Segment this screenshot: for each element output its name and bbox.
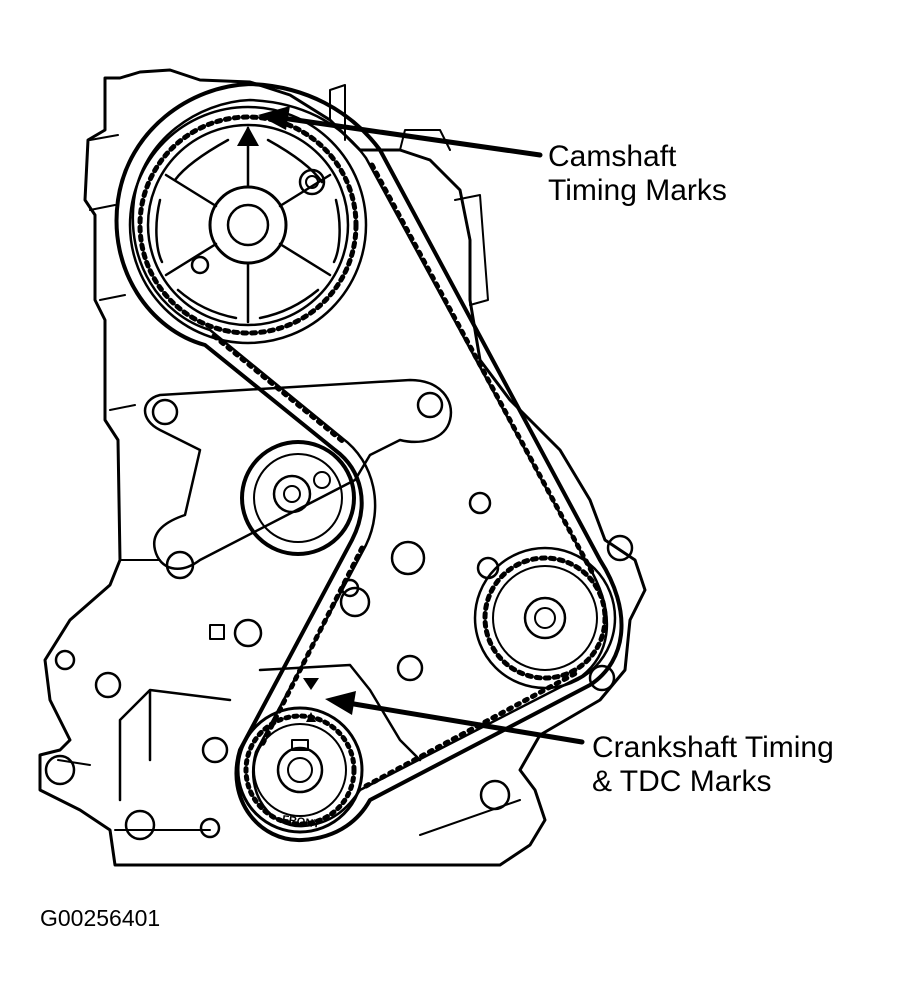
crankshaft-timing-mark-lower xyxy=(306,712,316,722)
block-bolts xyxy=(44,255,634,841)
crankshaft-sprocket xyxy=(236,706,364,834)
block-ribs xyxy=(57,134,521,836)
intermediate-sprocket xyxy=(473,546,617,690)
belt-teeth-right xyxy=(369,162,595,575)
figure-id: G00256401 xyxy=(40,905,161,931)
camshaft-sprocket xyxy=(128,105,368,345)
crankshaft-label-line1: Crankshaft Timing xyxy=(592,731,834,764)
timing-belt-outer xyxy=(114,82,624,843)
crankshaft-leader-arrowhead xyxy=(325,691,356,715)
camshaft-label-line1: Camshaft xyxy=(548,140,677,173)
crankshaft-timing-label: Crankshaft Timing & TDC Marks xyxy=(592,731,834,799)
tensioner-pulley xyxy=(240,440,356,556)
head-bolt-inner xyxy=(305,175,319,189)
crankshaft-leader-line xyxy=(345,700,585,745)
camshaft-label-line2: Timing Marks xyxy=(548,174,727,207)
tensioner-bracket xyxy=(143,378,453,570)
crankshaft-label-line2: & TDC Marks xyxy=(592,765,772,798)
crankshaft-timing-mark-upper xyxy=(303,678,319,690)
timing-belt-inner xyxy=(131,98,609,828)
camshaft-leader-line xyxy=(279,115,543,158)
engine-block-outline xyxy=(38,68,647,867)
camshaft-leader-arrowhead xyxy=(258,106,290,130)
bracket-bolt-c xyxy=(165,550,195,580)
bracket-bolt-a xyxy=(151,398,179,426)
head-bolt xyxy=(298,168,326,196)
oil-pump-housing xyxy=(118,663,422,802)
front-mark-text: FRONT xyxy=(281,814,320,831)
camshaft-timing-mark xyxy=(237,126,259,146)
camshaft-timing-label: Camshaft Timing Marks xyxy=(548,140,727,208)
belt-teeth-bottom xyxy=(363,669,581,789)
bracket-bolt-b xyxy=(416,391,444,419)
